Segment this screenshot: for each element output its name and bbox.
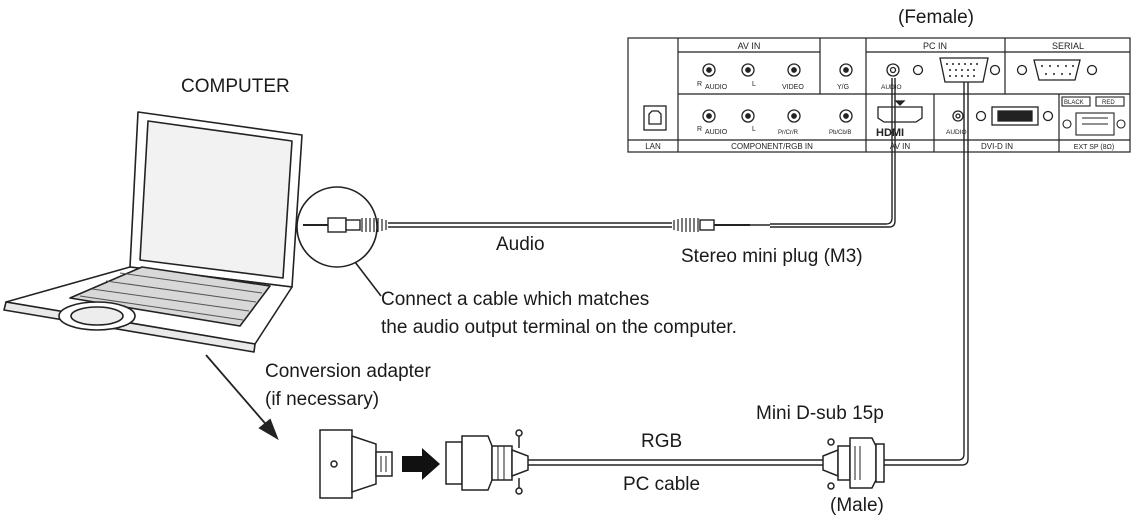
panel-text: AV IN PC IN SERIAL R AUDIO L VIDEO Y/G A… [645,41,1115,151]
svg-text:RED: RED [1102,100,1115,106]
audio-cable [303,78,896,233]
svg-text:LAN: LAN [645,142,661,151]
audio-jack-callout [296,186,382,297]
conversion-adapter-label: Conversion adapter [265,361,431,382]
svg-text:L: L [752,81,756,88]
if-necessary-label: (if necessary) [265,389,380,410]
svg-text:AV IN: AV IN [738,41,761,51]
laptop-illustration [3,111,303,353]
pc-cable-connector-left [445,429,529,495]
svg-text:Pb/Cb/B: Pb/Cb/B [829,130,851,136]
note-line-1: Connect a cable which matches [381,289,650,310]
svg-text:Pr/Cr/R: Pr/Cr/R [778,130,799,136]
female-label: (Female) [898,7,975,28]
svg-text:SERIAL: SERIAL [1052,41,1084,51]
hdmi-port [877,100,923,123]
svg-text:AUDIO: AUDIO [881,84,902,91]
lan-port [643,105,667,131]
svg-text:Y/G: Y/G [837,84,849,91]
stereo-mini-plug-label: Stereo mini plug (M3) [681,246,863,267]
svg-text:L: L [752,126,756,133]
pc-cable-connector-right [822,437,885,490]
note-line-2: the audio output terminal on the compute… [381,317,737,338]
svg-text:DVI-D IN: DVI-D IN [981,142,1013,151]
svg-text:HDMI: HDMI [876,127,904,139]
conversion-adapter [319,429,393,499]
svg-text:R: R [697,81,702,88]
speaker-terminals [1061,96,1126,136]
adapter-pointer-arrow [205,354,279,441]
computer-label: COMPUTER [181,76,290,97]
svg-text:COMPONENT/RGB IN: COMPONENT/RGB IN [731,142,813,151]
pc-in-ports [886,57,1001,83]
mini-dsub-label: Mini D-sub 15p [756,403,884,424]
svg-text:R: R [697,126,702,133]
svg-text:PC IN: PC IN [923,41,947,51]
serial-port [1016,59,1098,81]
svg-text:AV IN: AV IN [890,142,911,151]
pc-cable [528,459,823,466]
pc-cable-label: PC cable [623,474,701,495]
svg-text:BLACK: BLACK [1064,100,1084,106]
svg-text:EXT SP (8Ω): EXT SP (8Ω) [1074,144,1114,151]
svg-text:AUDIO: AUDIO [705,84,728,91]
rca-jacks [702,63,853,123]
rgb-label: RGB [641,431,683,452]
terminal-panel [627,37,1131,153]
rgb-cable-run [884,82,969,466]
male-label: (Male) [830,495,884,516]
svg-text:AUDIO: AUDIO [705,129,728,136]
audio-label: Audio [496,234,545,255]
panel-frame [627,37,1131,153]
svg-text:VIDEO: VIDEO [782,84,804,91]
svg-text:AUDIO: AUDIO [946,129,967,136]
insert-arrow [402,448,440,480]
dvi-port [952,106,1054,126]
